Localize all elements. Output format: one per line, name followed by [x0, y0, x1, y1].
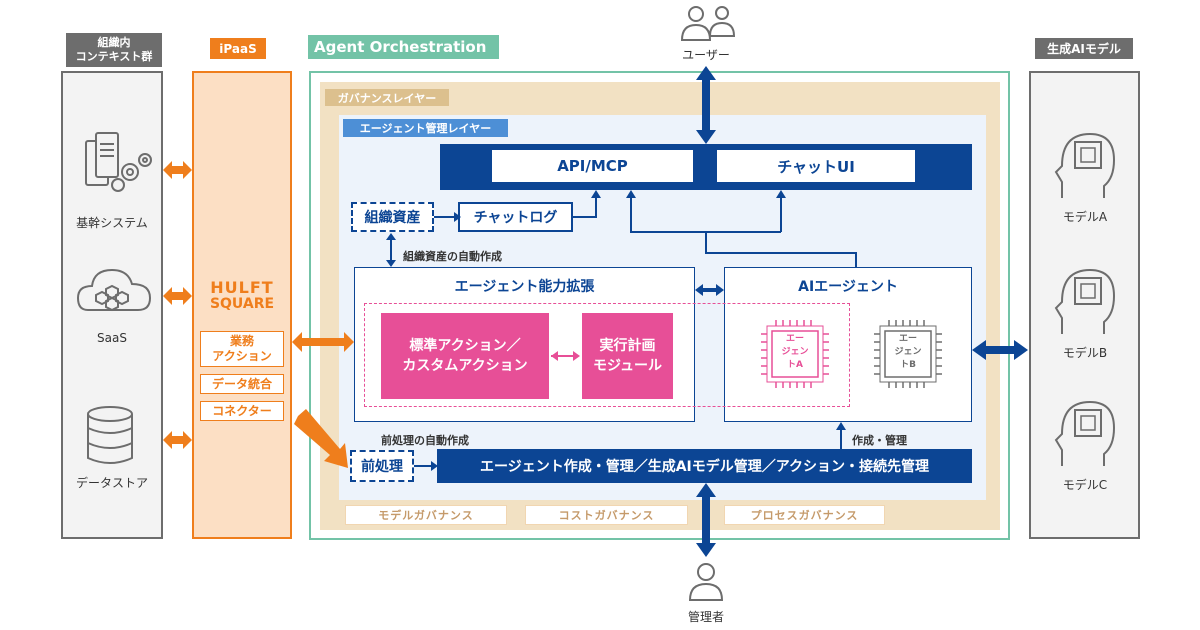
agent-management-layer-label: エージェント管理レイヤー [343, 119, 508, 137]
ipaas-item-connector: コネクター [200, 401, 284, 421]
thin-arrowheads [386, 190, 846, 471]
logo-line1: HULFT [210, 278, 274, 297]
model-c-head-icon [1054, 400, 1116, 466]
governance-layer-label: ガバナンスレイヤー [325, 89, 449, 106]
datastore-icon [87, 406, 133, 464]
admin-label: 管理者 [687, 610, 724, 624]
model-a-head-icon [1054, 132, 1116, 198]
action-group-dashed [364, 303, 850, 407]
left-item-core: 基幹システム [76, 216, 148, 230]
model-a-label: モデルA [1062, 210, 1108, 224]
preprocess-auto-note: 前処理の自動作成 [381, 434, 469, 447]
ipaas-item-data-integration: データ統合 [200, 374, 284, 394]
ipaas-panel [192, 71, 292, 539]
create-manage-note: 作成・管理 [852, 434, 907, 447]
ipaas-item-business-action: 業務 アクション [200, 331, 284, 367]
process-governance-tag: プロセスガバナンス [724, 505, 885, 525]
org-assets-box: 組織資産 [351, 202, 434, 232]
capability-title: エージェント能力拡張 [454, 279, 595, 295]
orchestration-header: Agent Orchestration [308, 35, 499, 59]
navy-arrows [695, 66, 1028, 557]
hulft-square-logo: HULFT SQUARE [192, 279, 292, 313]
model-b-head-icon [1054, 268, 1116, 334]
chat-ui-box: チャットUI [717, 150, 915, 182]
left-group-header: 組織内 コンテキスト群 [66, 33, 162, 67]
orange-arrows [163, 161, 354, 468]
users-icon [680, 6, 736, 41]
preprocess-box: 前処理 [350, 450, 414, 482]
agent-b-chip-icon [874, 320, 942, 388]
agent-b-label: エー ジェン トB [894, 334, 922, 370]
ipaas-header: iPaaS [210, 38, 266, 59]
model-b-label: モデルB [1062, 346, 1108, 360]
left-item-saas: SaaS [97, 331, 127, 345]
agent-a-chip-icon [761, 320, 829, 388]
core-system-icon [85, 132, 152, 192]
agent-a-label: エー ジェン トA [781, 334, 809, 370]
chat-log-box: チャットログ [458, 202, 573, 232]
model-governance-tag: モデルガバナンス [345, 505, 507, 525]
management-bar: エージェント作成・管理／生成AIモデル管理／アクション・接続先管理 [437, 449, 972, 483]
model-c-label: モデルC [1062, 478, 1108, 492]
api-mcp-box: API/MCP [492, 150, 693, 182]
models-header: 生成AIモデル [1035, 38, 1133, 59]
admin-icon [688, 563, 724, 601]
execution-plan-box: 実行計画 モジュール [582, 313, 673, 399]
users-label: ユーザー [682, 48, 730, 62]
standard-action-box: 標準アクション／ カスタムアクション [381, 313, 549, 399]
left-item-datastore: データストア [75, 476, 148, 490]
org-assets-auto-note: 組織資産の自動作成 [403, 250, 502, 263]
left-group-panel [61, 71, 163, 539]
logo-line2: SQUARE [209, 296, 275, 312]
saas-cloud-icon [76, 268, 152, 312]
pink-arrowheads [551, 351, 580, 361]
thin-lines [390, 196, 857, 467]
cost-governance-tag: コストガバナンス [525, 505, 688, 525]
ai-agent-title: AIエージェント [798, 279, 898, 295]
